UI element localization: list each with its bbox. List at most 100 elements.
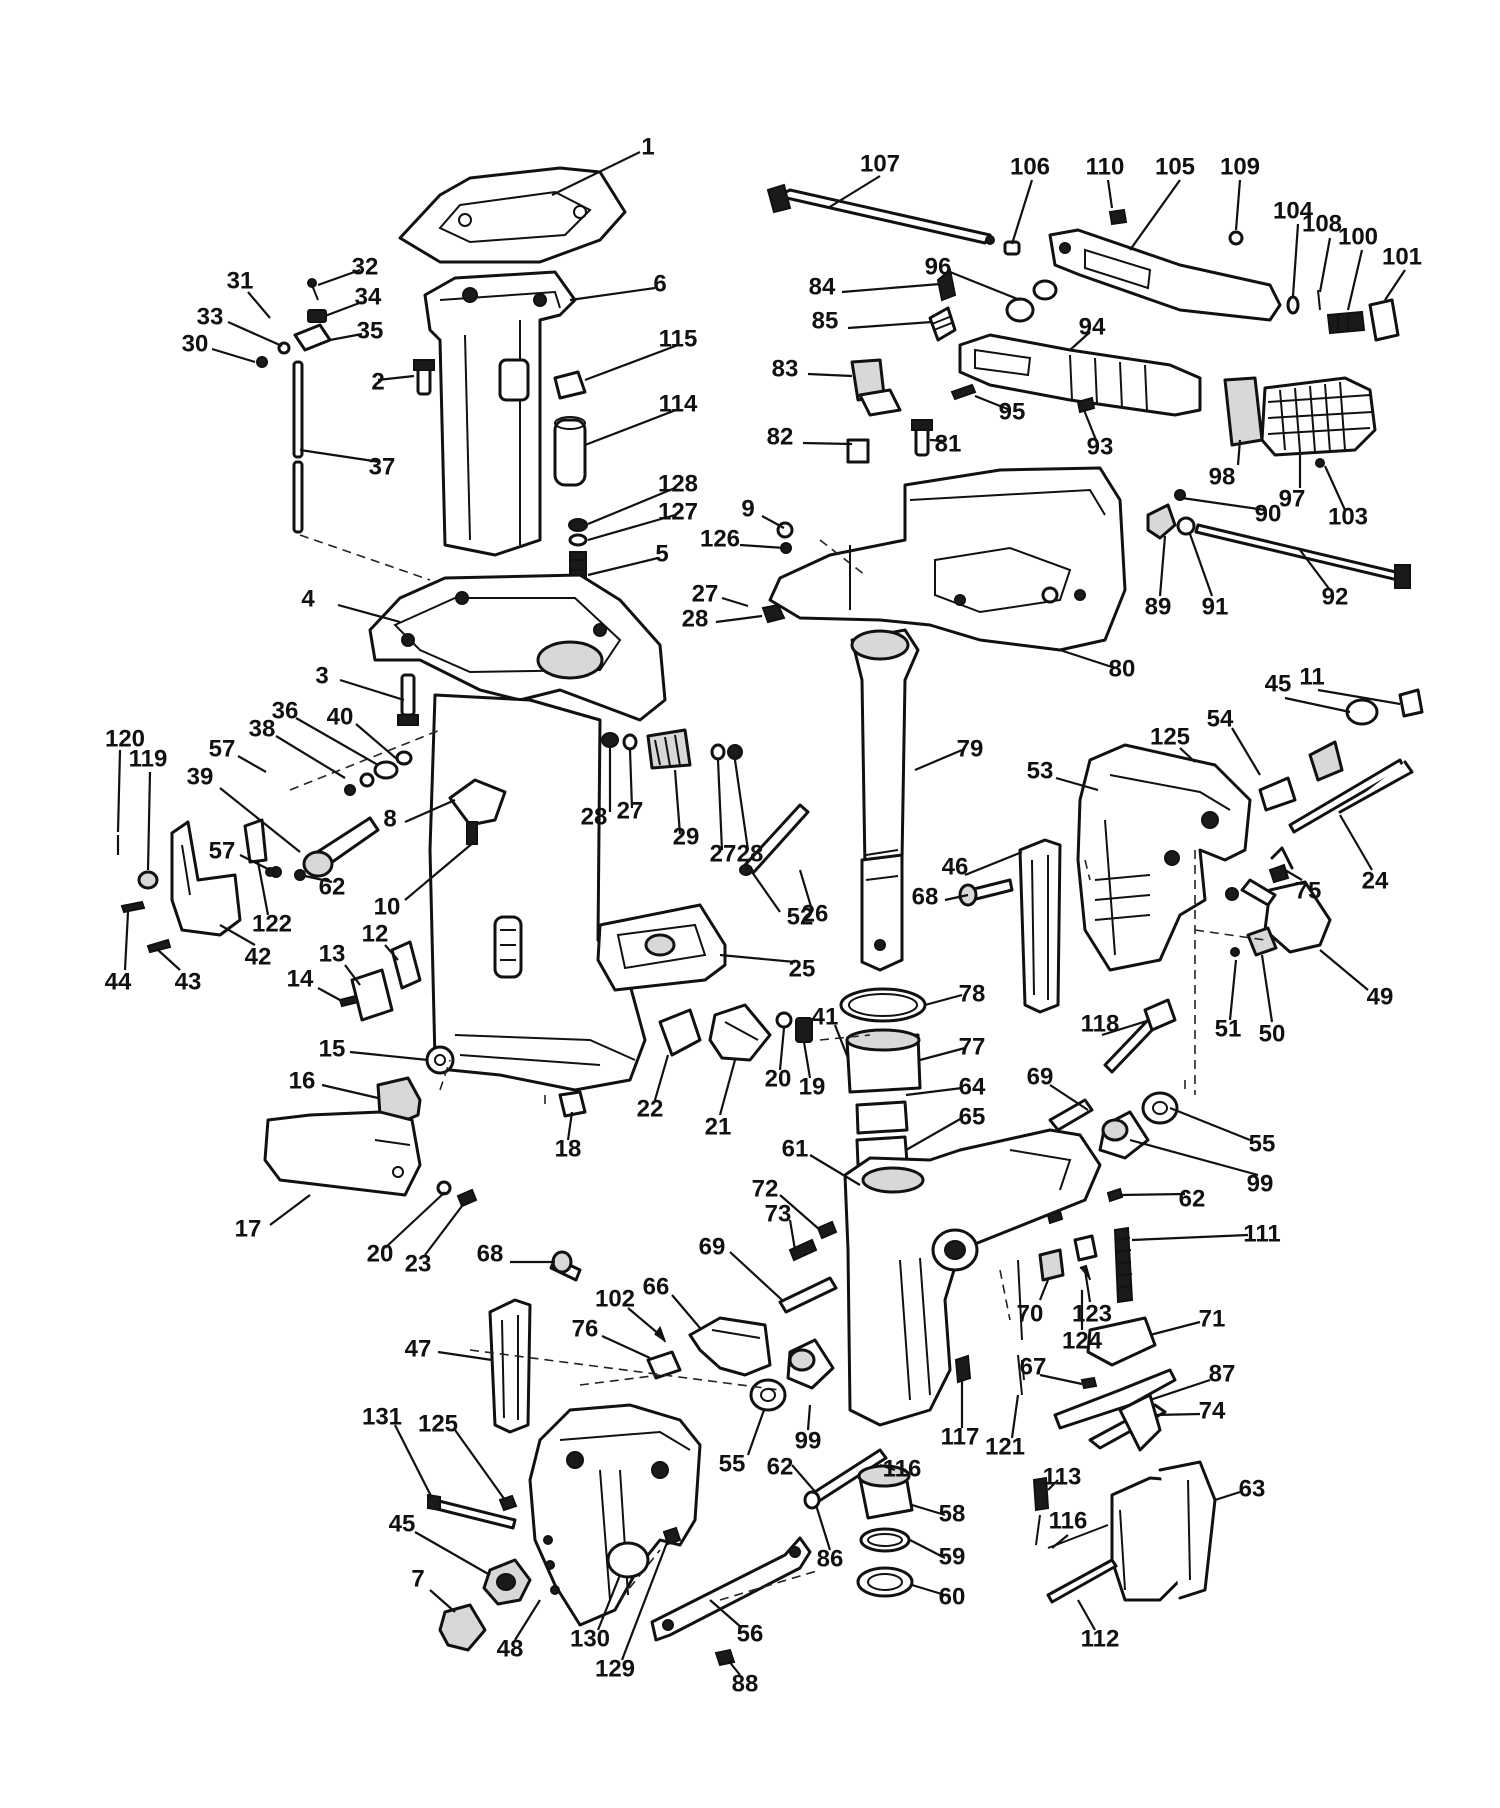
leader-line-105	[1129, 179, 1181, 251]
callout-39: 39	[187, 763, 214, 790]
leader-line-40	[355, 723, 399, 761]
leader-line-17	[269, 1194, 311, 1226]
callout-4: 4	[301, 585, 315, 612]
leader-line-118	[1101, 1018, 1151, 1037]
leader-line-58	[911, 1503, 946, 1517]
part-4-adapter	[368, 573, 667, 722]
leader-line-45	[414, 1531, 491, 1576]
part-96-washers	[1005, 279, 1058, 323]
callout-87: 87	[1209, 1360, 1236, 1387]
callout-103: 103	[1328, 503, 1368, 530]
callout-29: 29	[673, 823, 700, 850]
leader-lines	[116, 151, 1406, 1676]
small-parts-30-35	[256, 278, 332, 368]
parts-27-28-29	[601, 603, 786, 770]
leader-line-6	[569, 286, 656, 302]
parts-112-113-116	[1032, 1476, 1118, 1604]
leader-line-94	[1069, 331, 1091, 351]
callout-56: 56	[737, 1620, 764, 1647]
callout-21: 21	[705, 1113, 732, 1140]
part-6-exhaust-housing	[423, 270, 577, 557]
callout-62: 62	[319, 873, 346, 900]
callout-113: 113	[1043, 1463, 1082, 1490]
callout-55: 55	[1249, 1130, 1276, 1157]
callout-48: 48	[497, 1635, 524, 1662]
leader-line-123	[1083, 1269, 1092, 1303]
leader-line-33	[227, 320, 283, 348]
leader-line-67	[1039, 1373, 1083, 1386]
callout-98: 98	[1209, 463, 1236, 490]
leader-line-121	[1010, 1394, 1020, 1439]
leader-line-128	[587, 486, 676, 526]
callout-69: 69	[1027, 1063, 1054, 1090]
callout-32: 32	[352, 253, 379, 280]
leader-line-23	[424, 1205, 463, 1256]
callout-41: 41	[812, 1003, 839, 1030]
leader-line-112	[1077, 1599, 1096, 1631]
callout-105: 105	[1155, 153, 1195, 180]
callout-8: 8	[383, 805, 396, 832]
callout-85: 85	[812, 307, 839, 334]
leader-line-1	[551, 151, 641, 196]
callout-19: 19	[799, 1073, 826, 1100]
leader-line-42	[219, 924, 256, 946]
parts-66-76-102	[646, 1316, 772, 1380]
callout-62: 62	[767, 1453, 794, 1480]
leader-line-38	[275, 735, 346, 779]
callout-26: 26	[802, 900, 829, 927]
part-80-swivel-bracket	[768, 466, 1127, 652]
callout-88: 88	[732, 1670, 759, 1697]
callout-90: 90	[1255, 500, 1282, 527]
callout-89: 89	[1145, 593, 1172, 620]
leader-line-92	[1299, 549, 1331, 591]
leader-line-41	[833, 1024, 850, 1059]
callout-63: 63	[1239, 1475, 1266, 1502]
callout-78: 78	[959, 980, 986, 1007]
callout-115: 115	[659, 325, 698, 352]
leader-line-2	[377, 374, 415, 382]
callout-123: 123	[1072, 1300, 1112, 1327]
parts-19-22	[658, 1003, 813, 1062]
callout-62: 62	[1179, 1185, 1206, 1212]
part-46-clamp-handle	[1018, 838, 1062, 1014]
leader-line-57	[239, 854, 271, 871]
parts-58-59-60	[856, 1464, 914, 1598]
callout-111: 111	[1243, 1220, 1280, 1247]
parts-12-13-14	[338, 940, 422, 1022]
leader-line-26	[798, 869, 814, 911]
leader-line-54	[1231, 727, 1261, 776]
callout-52: 52	[787, 903, 814, 930]
leader-line-31	[247, 291, 271, 319]
leader-line-63	[1214, 1490, 1241, 1502]
leader-line-60	[911, 1583, 946, 1597]
leader-line-37	[299, 448, 381, 464]
leader-line-3	[339, 678, 405, 702]
leader-line-64	[905, 1086, 963, 1097]
parts-62-70-111-123-124	[1017, 1187, 1134, 1341]
callout-127: 127	[658, 498, 698, 525]
callout-74: 74	[1199, 1397, 1226, 1424]
leader-line-62	[304, 874, 333, 884]
callout-126: 126	[700, 525, 740, 552]
callout-116: 116	[1049, 1507, 1088, 1534]
callout-106: 106	[1010, 153, 1050, 180]
leader-line-102	[627, 1307, 661, 1336]
leader-line-11	[1317, 688, 1401, 706]
parts-100-108	[1286, 289, 1400, 342]
leader-line-28	[733, 759, 750, 851]
callout-45: 45	[389, 1510, 416, 1537]
leader-line-62	[791, 1464, 819, 1496]
part-107-rod	[766, 183, 995, 245]
leader-line-99	[806, 1404, 812, 1431]
callout-102: 102	[595, 1285, 635, 1312]
callout-27: 27	[617, 797, 644, 824]
leader-line-27	[716, 759, 724, 851]
leader-line-122	[256, 861, 270, 916]
part-53-stern-bracket-right	[1076, 743, 1252, 972]
leader-line-56	[709, 1599, 743, 1629]
callout-55: 55	[719, 1450, 746, 1477]
leader-line-119	[146, 771, 152, 871]
leader-line-48	[514, 1599, 541, 1641]
leader-line-69	[729, 1251, 783, 1301]
